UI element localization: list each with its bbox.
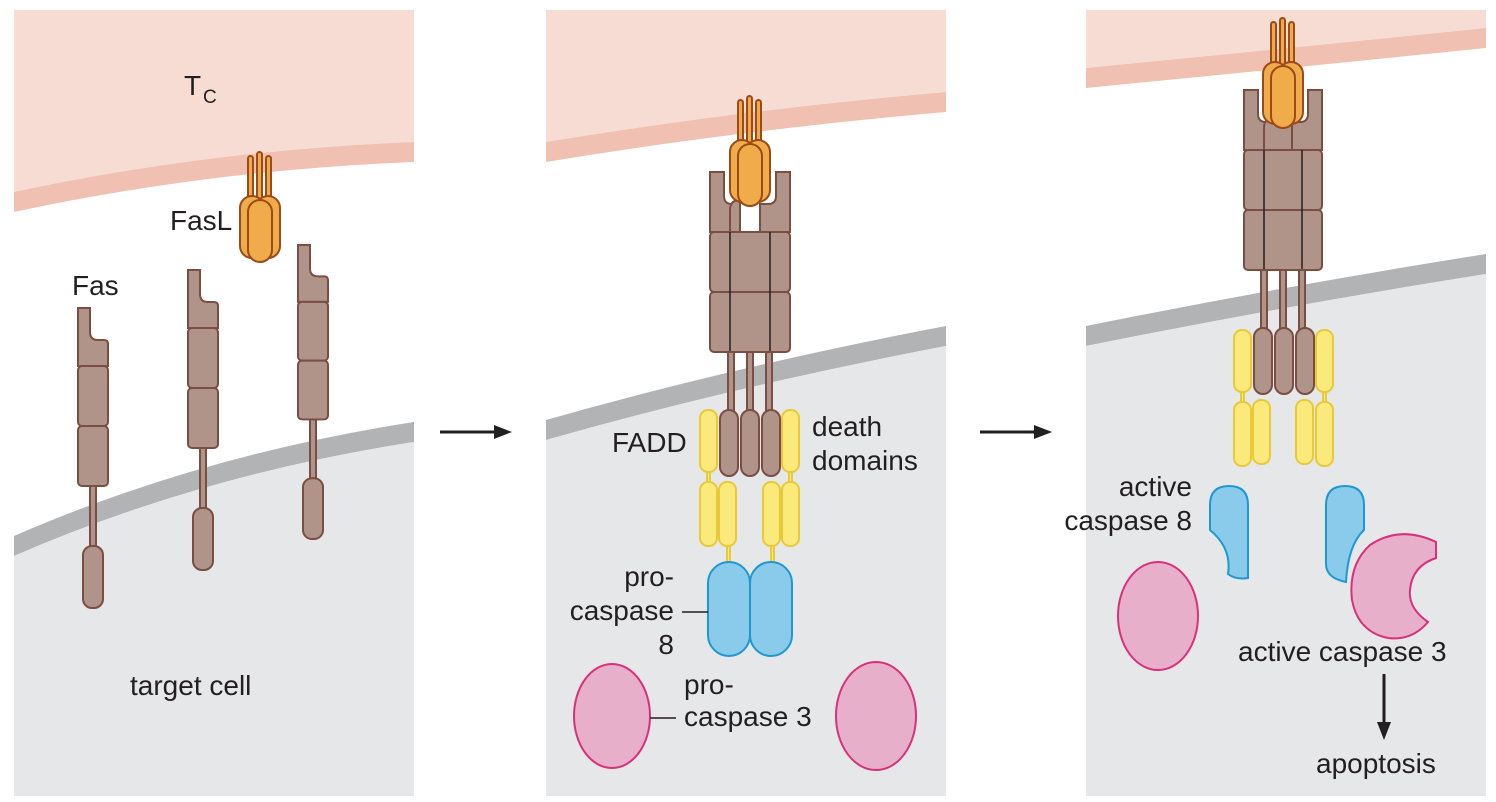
active-caspase8-label-line1: active [1119,471,1192,502]
active-caspase3-label: active caspase 3 [1238,636,1447,667]
fas-receptor [297,244,329,540]
panel-1-fas-fasl-binding: T C FasL Fas target cell [14,10,414,796]
active-caspase-3 [1350,533,1437,640]
procaspase8-label-line3: 8 [658,629,674,660]
active-caspase-8 [1325,484,1365,584]
tc-cell [14,10,414,192]
target-cell-cytoplasm [1086,274,1486,796]
procaspase-8 [707,561,793,657]
death-domains-label-line2: domains [812,445,918,476]
fas-trimer-cluster [709,171,791,477]
tc-cell [546,10,946,142]
procaspase3-label-line1: pro- [684,669,734,700]
fadd-adaptor [1252,399,1271,465]
step-arrow-1 [440,425,512,439]
fas-trimer-cluster [1243,89,1323,395]
active-caspase-8 [1209,484,1249,580]
fasl-label: FasL [170,205,232,236]
active-caspase8-label-line2: caspase 8 [1064,505,1192,536]
procaspase-3 [573,663,651,769]
death-domains-label-line1: death [812,411,882,442]
panel-2-disc-formation: FADD death domains pro- caspase 8 pro- c… [546,10,946,796]
fas-label: Fas [72,270,119,301]
fadd-adaptor [1295,399,1314,465]
fadd-adaptor [762,481,781,547]
apoptosis-label: apoptosis [1316,748,1436,779]
apoptosis-arrow [1377,674,1391,740]
procaspase-3 [835,661,917,771]
fadd-label: FADD [612,427,687,458]
procaspase8-label-line2: caspase [570,595,674,626]
procaspase8-label-line1: pro- [624,561,674,592]
fadd-adaptor [718,481,737,547]
tc-subscript: C [203,87,217,108]
procaspase3-label-line2: caspase 3 [684,701,812,732]
fas-receptor [77,307,109,609]
procaspase-3 [1117,561,1199,671]
fas-receptor [187,269,219,571]
tc-membrane [14,142,414,212]
target-cell-label: target cell [130,670,251,701]
panel-3-caspase-activation: active caspase 8 active caspase 3 apopto… [1064,10,1486,796]
step-arrow-2 [980,425,1052,439]
tc-label: T [184,70,201,101]
